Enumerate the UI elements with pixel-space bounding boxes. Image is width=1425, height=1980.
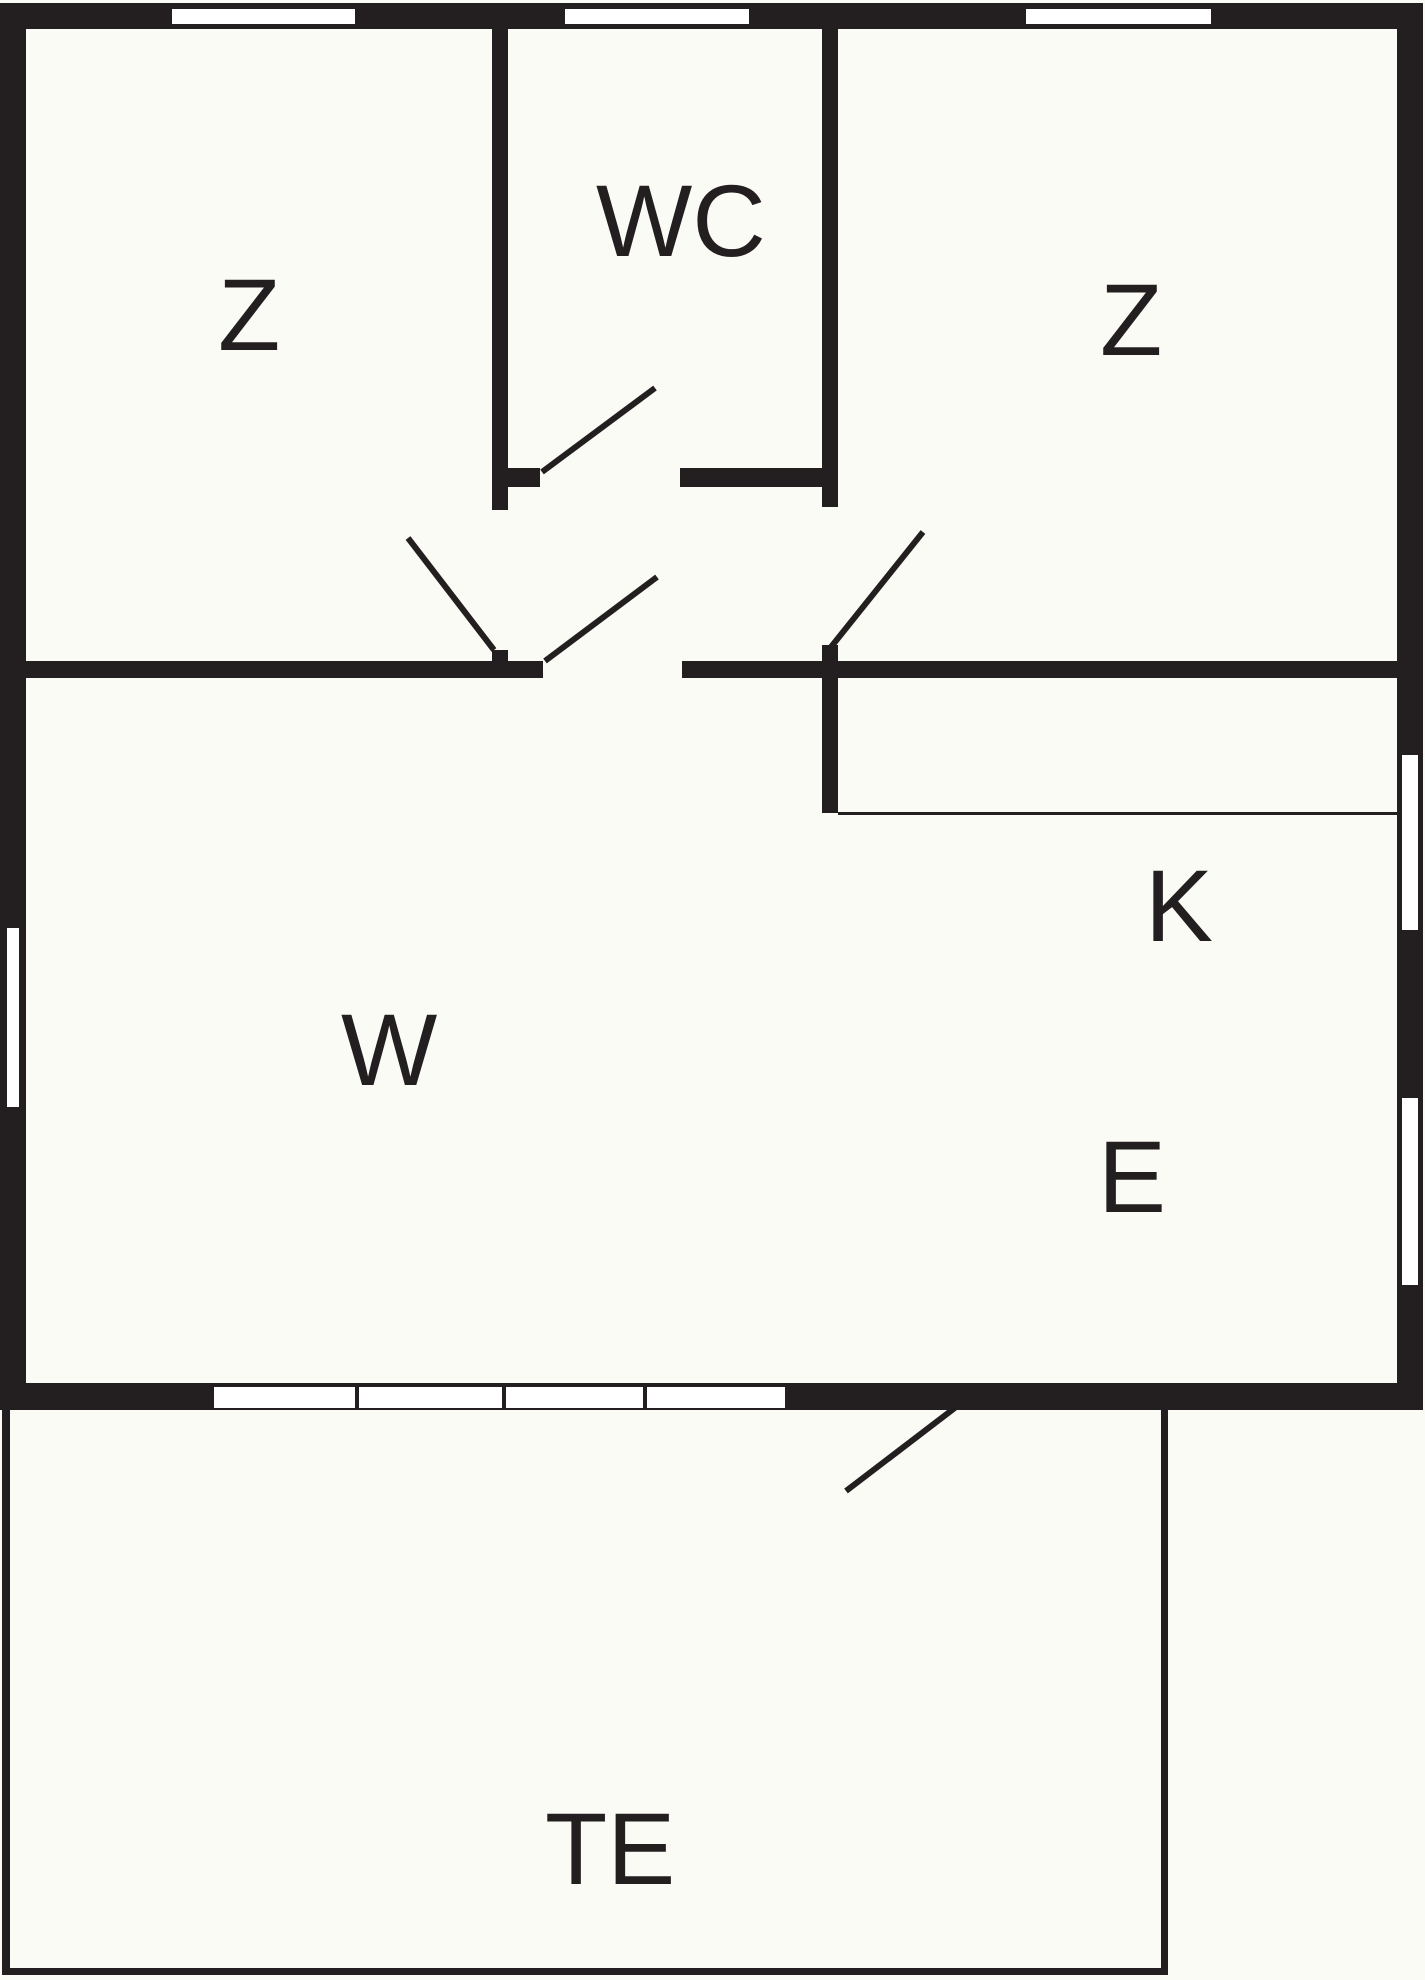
hall-wall-left (26, 661, 543, 678)
window-top-1 (172, 9, 355, 24)
kitchen-counter-line (838, 812, 1397, 815)
bottom-window-mullion-3 (643, 1387, 647, 1408)
room-label-bedroom-left: Z (218, 258, 281, 372)
room-label-living-room: W (341, 993, 438, 1107)
hall-wall-right (682, 661, 1397, 678)
room-label-terrace: TE (545, 1792, 676, 1906)
window-right-1 (1402, 755, 1418, 930)
bedroom-door-stub (822, 645, 838, 661)
kitchen-west-wall (822, 678, 838, 813)
room-label-wc: WC (596, 164, 766, 278)
terrace-edge-left (2, 1410, 10, 1975)
window-top-2 (565, 9, 749, 24)
window-right-2 (1402, 1098, 1418, 1285)
wc-south-wall-left (492, 468, 540, 487)
wc-east-wall (822, 29, 838, 507)
wc-door-swing (540, 385, 657, 475)
wc-west-wall (492, 29, 508, 510)
bedroom-door-swing (828, 530, 926, 649)
bottom-window-mullion-2 (502, 1387, 506, 1408)
hall-door-stub (492, 650, 508, 661)
terrace-edge-right (1161, 1410, 1168, 1975)
room-label-dining-area: E (1098, 1120, 1167, 1234)
window-bottom-band (214, 1387, 785, 1408)
living-door-swing-1 (405, 536, 497, 652)
bottom-window-mullion-1 (355, 1387, 359, 1408)
living-door-swing-2 (543, 574, 659, 664)
wc-south-wall-right (680, 468, 838, 487)
room-label-kitchen: K (1145, 849, 1214, 963)
window-left-1 (7, 928, 19, 1107)
exterior-left (0, 3, 26, 1410)
terrace-edge-bottom (2, 1968, 1168, 1975)
terrace-door-swing (844, 1404, 958, 1494)
room-label-bedroom-right: Z (1100, 263, 1163, 377)
window-top-3 (1026, 9, 1211, 24)
